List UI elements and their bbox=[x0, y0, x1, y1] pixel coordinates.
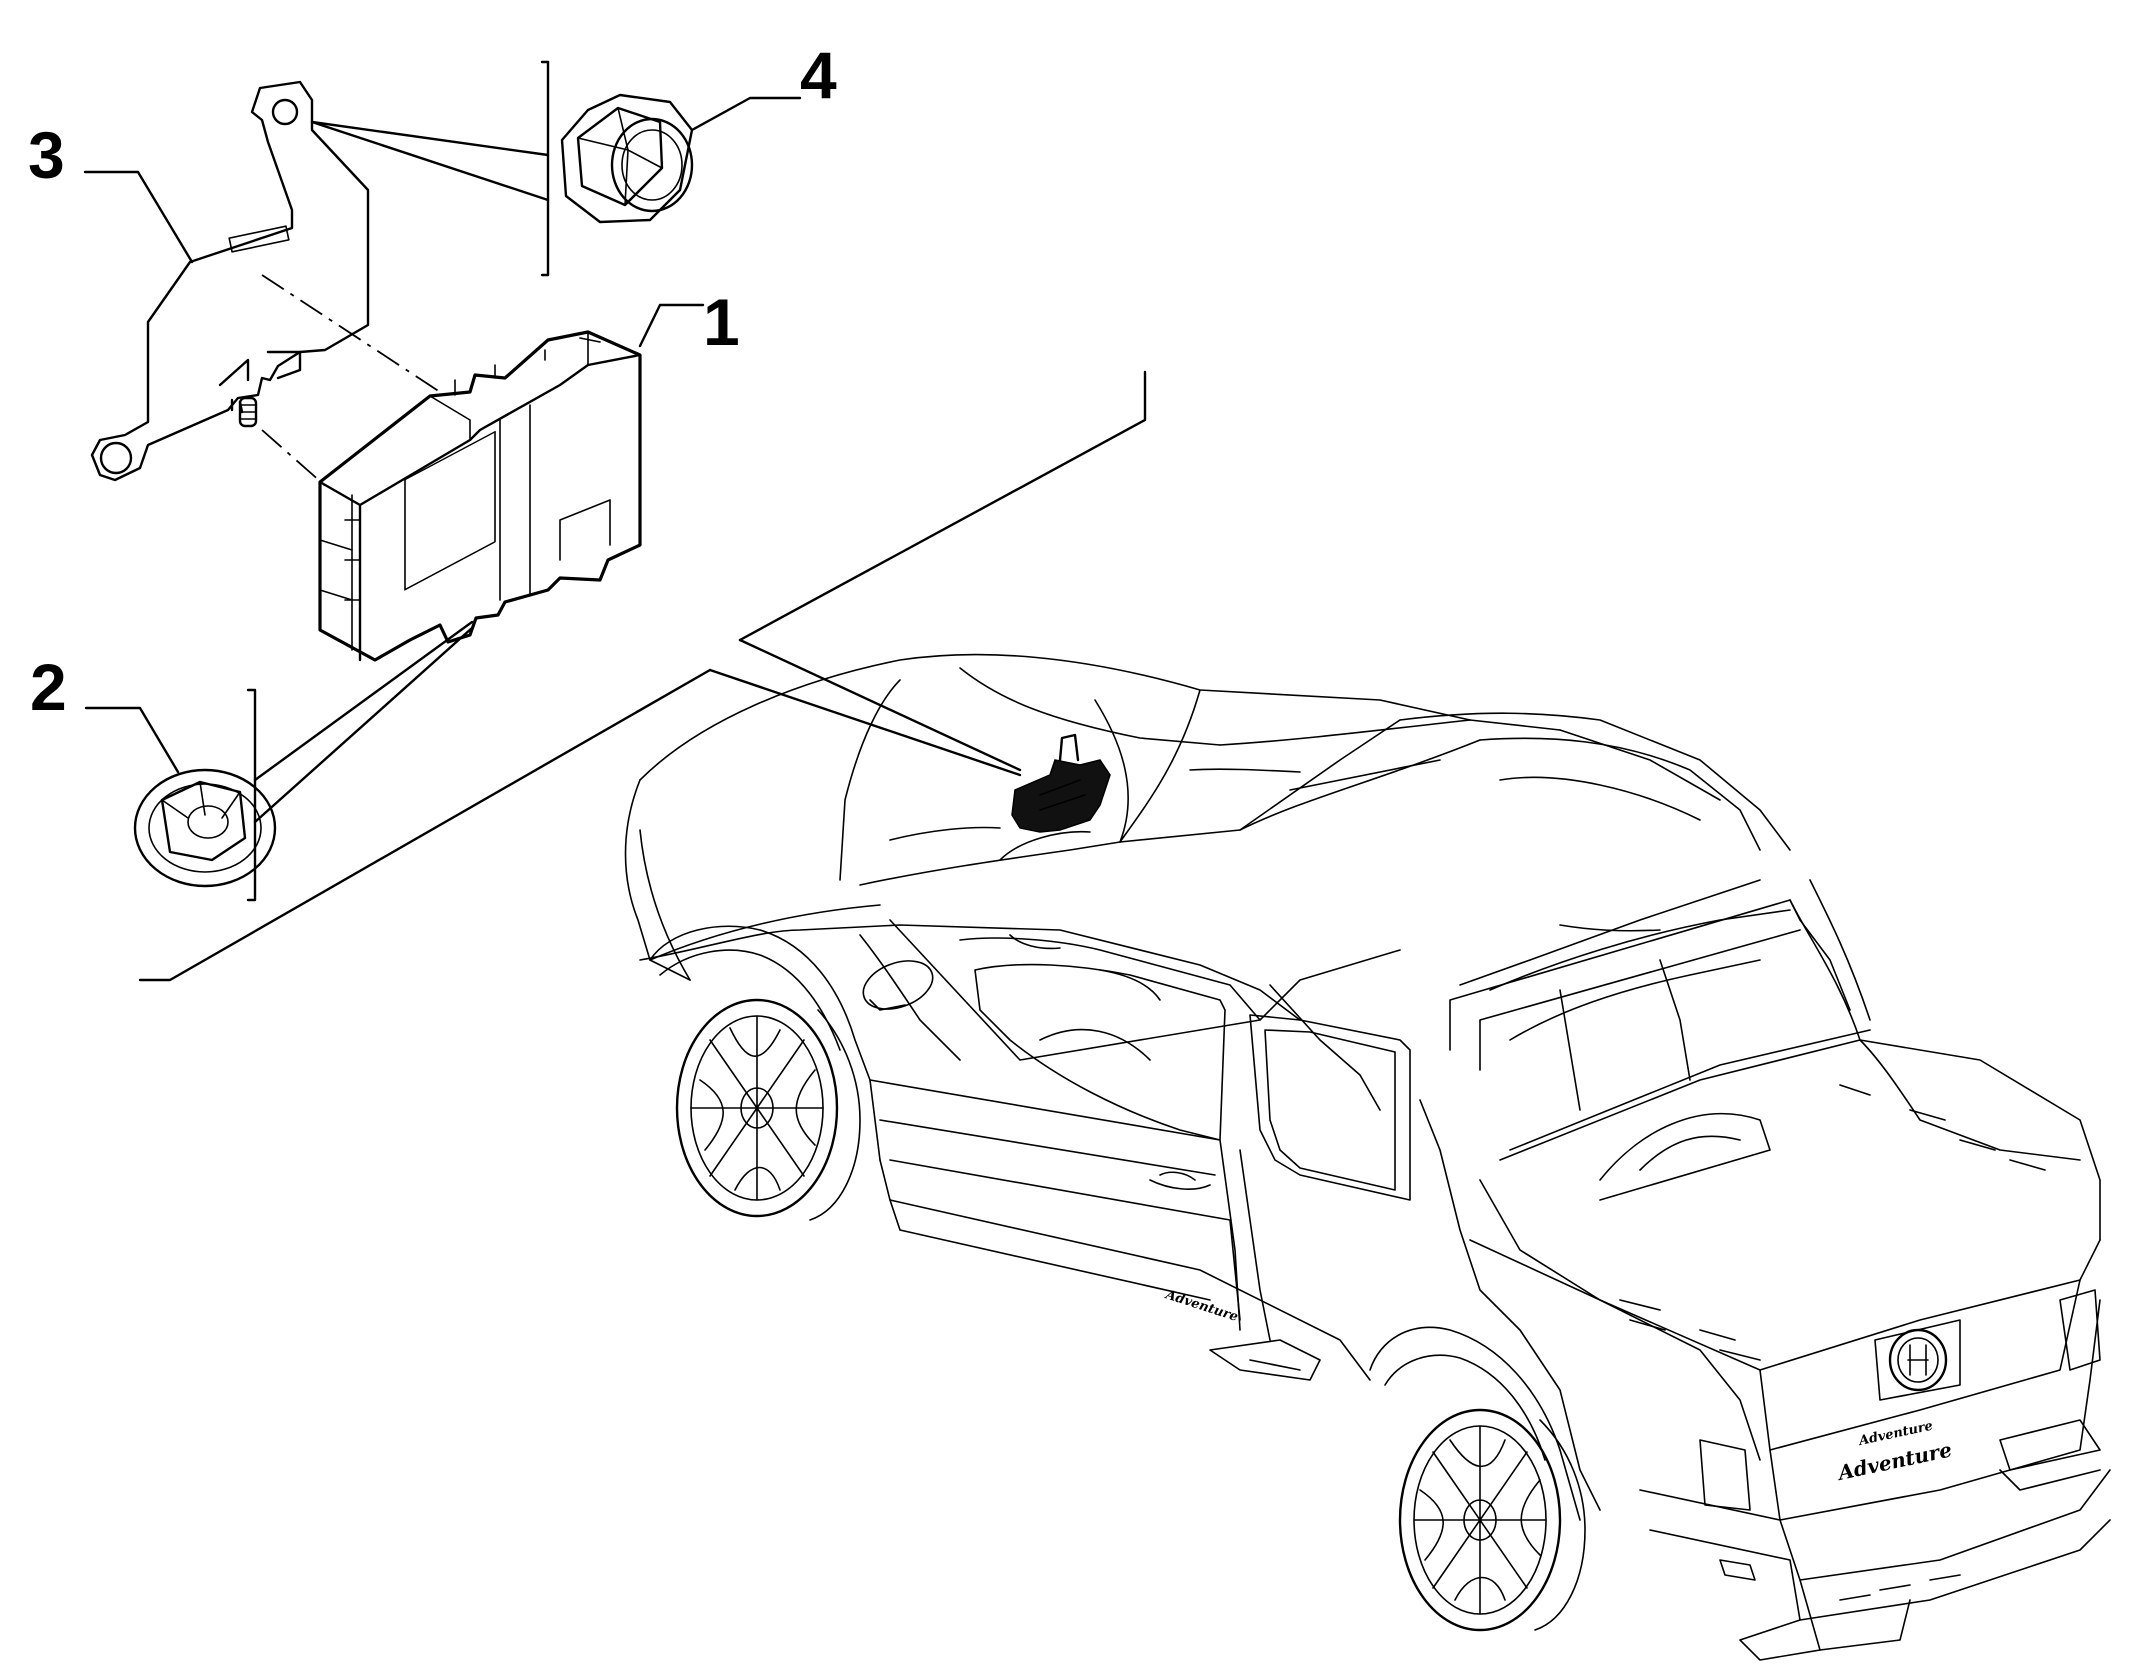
module-location-highlight bbox=[1011, 733, 1111, 833]
callout-4[interactable]: 4 bbox=[800, 38, 837, 112]
view-link-lines bbox=[138, 370, 1147, 982]
part-1-control-module[interactable] bbox=[318, 330, 642, 662]
callout-2[interactable]: 2 bbox=[30, 650, 67, 724]
part-3-bracket[interactable] bbox=[90, 80, 370, 482]
part-2-nut[interactable] bbox=[133, 620, 474, 902]
leader-lines bbox=[83, 96, 802, 774]
assembly-lines bbox=[261, 274, 441, 491]
part-4-nut[interactable] bbox=[310, 60, 694, 277]
side-badge: Adventure bbox=[1162, 1287, 1240, 1325]
callout-3[interactable]: 3 bbox=[28, 118, 65, 192]
vehicle-pickup: Adventure bbox=[624, 653, 2111, 1661]
bumper-badge: Adventure bbox=[1834, 1437, 1954, 1485]
callout-1[interactable]: 1 bbox=[703, 285, 740, 359]
